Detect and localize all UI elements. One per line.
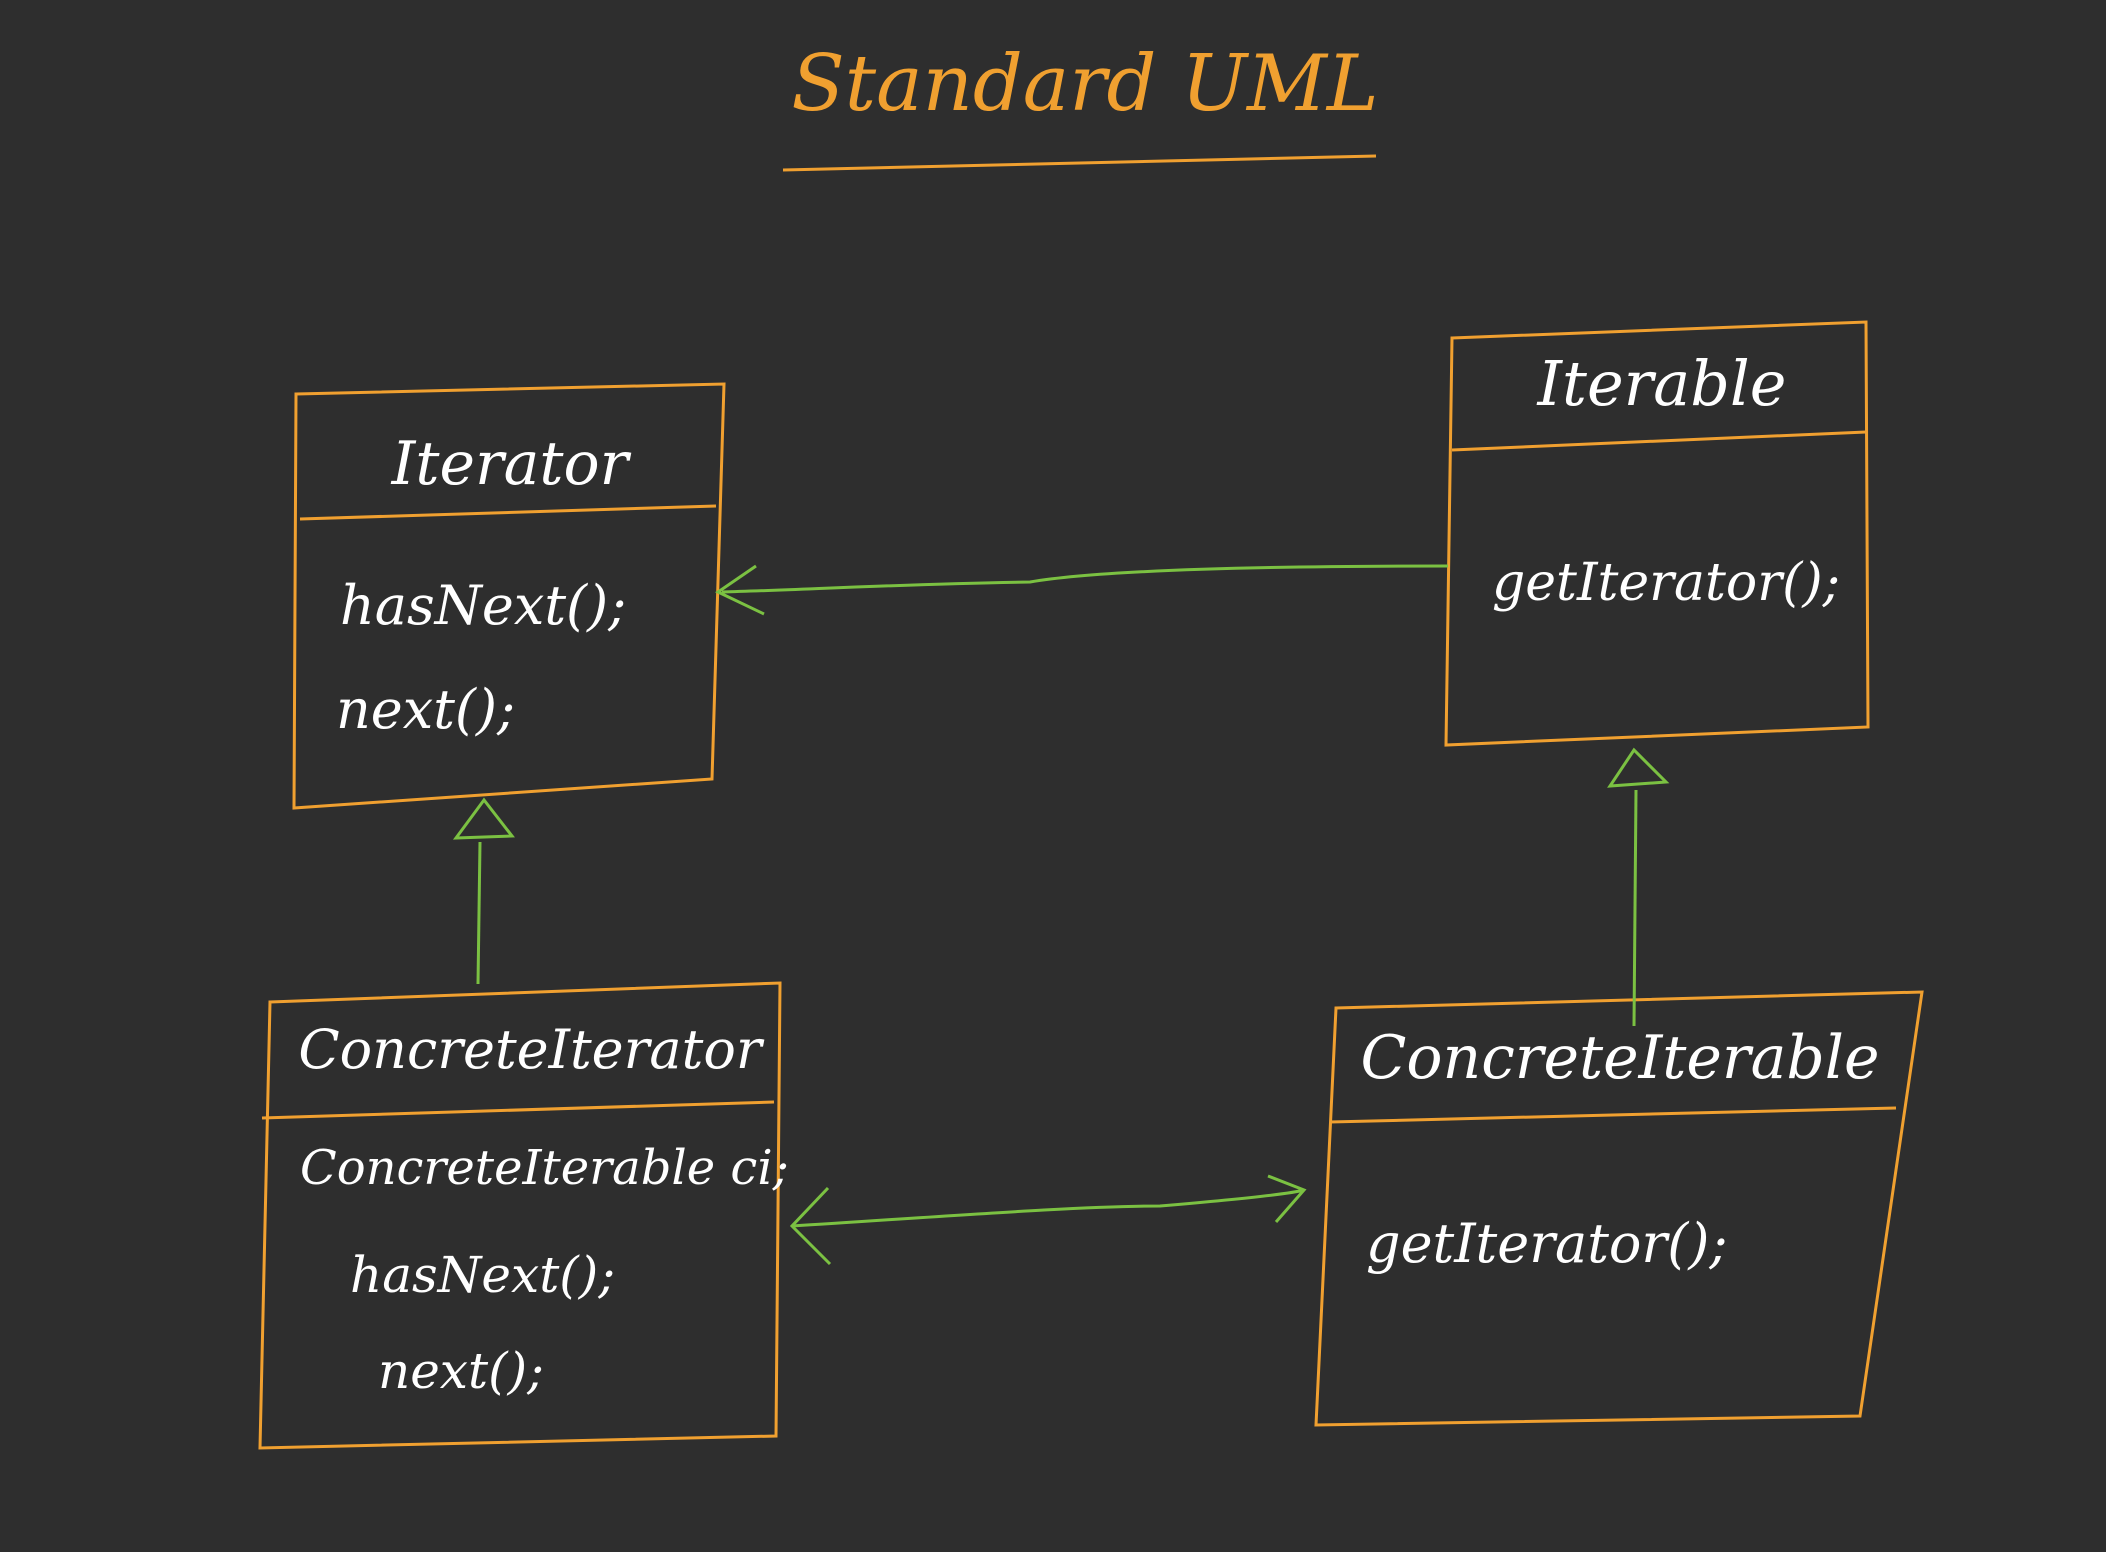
class-iterable-divider — [1451, 430, 1867, 452]
class-concrete-iterable: ConcreteIterable getIterator(); — [1314, 990, 1924, 1427]
class-concrete-iterator-member: hasNext(); — [350, 1246, 615, 1304]
class-concrete-iterator: ConcreteIterator ConcreteIterable ci; ha… — [258, 981, 789, 1450]
class-concrete-iterable-divider — [1329, 1106, 1897, 1124]
arrowhead-hollow-triangle — [1607, 747, 1670, 788]
class-concrete-iterable-member: getIterator(); — [1366, 1212, 1728, 1275]
arrowhead-open-left — [789, 1186, 832, 1266]
class-iterable-name: Iterable — [1537, 347, 1787, 420]
class-iterator: Iterator hasNext(); next(); — [292, 382, 726, 810]
class-iterator-border — [292, 382, 726, 810]
arrowhead-hollow-triangle — [452, 797, 515, 840]
class-iterator-divider — [299, 504, 717, 521]
class-concrete-iterator-member: next(); — [378, 1342, 544, 1400]
realization-arrow-concrete-iterator-to-iterator — [452, 797, 515, 985]
class-concrete-iterator-member: ConcreteIterable ci; — [300, 1140, 789, 1196]
class-concrete-iterator-border — [258, 981, 782, 1450]
diagram-title: Standard UML — [791, 39, 1378, 129]
class-iterable: Iterable getIterator(); — [1444, 320, 1870, 747]
class-concrete-iterator-divider — [261, 1100, 775, 1120]
title-underline — [782, 154, 1377, 172]
arrowhead-open-right — [1267, 1174, 1307, 1223]
class-concrete-iterator-name: ConcreteIterator — [298, 1018, 764, 1081]
class-concrete-iterable-name: ConcreteIterable — [1361, 1023, 1880, 1093]
class-iterator-member: hasNext(); — [340, 574, 626, 637]
bidirectional-association-arrow — [789, 1174, 1307, 1266]
class-concrete-iterable-border — [1314, 990, 1924, 1427]
class-iterable-member: getIterator(); — [1492, 553, 1840, 613]
realization-arrow-concrete-iterable-to-iterable — [1607, 747, 1670, 1027]
class-iterator-name: Iterator — [391, 429, 632, 499]
class-iterator-member: next(); — [336, 678, 515, 741]
arrowhead-open — [715, 564, 765, 616]
association-arrow-iterable-to-iterator — [715, 564, 1449, 616]
class-iterable-border — [1444, 320, 1870, 747]
